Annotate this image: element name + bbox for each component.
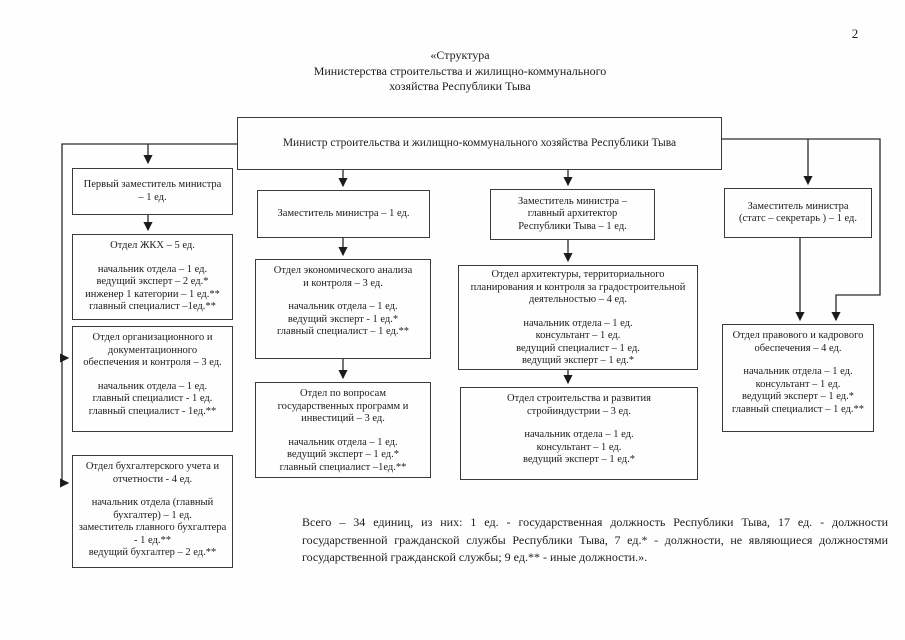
page-number: 2 (851, 26, 859, 41)
box-deputy-minister-chief-architect: Заместитель министра –главный архитектор… (490, 189, 655, 240)
staff-list: начальник отдела – 1 ед.главный специали… (88, 380, 217, 417)
box-dept-zhkh: Отдел ЖКХ – 5 ед. начальник отдела – 1 е… (72, 234, 233, 320)
staff-list: начальник отдела – 1 ед.консультант – 1 … (732, 366, 864, 415)
connector-left-rail (61, 143, 237, 483)
box-title: Первый заместитель министра– 1 ед. (83, 179, 222, 203)
staff-list: начальник отдела – 1 ед.ведущий эксперт … (85, 263, 220, 313)
staff-list: начальник отдела – 1 ед.консультант – 1 … (516, 317, 640, 367)
staff-list: начальник отдела – 1 ед.консультант – 1 … (522, 429, 636, 465)
box-title: Заместитель министра – 1 ед. (277, 207, 410, 219)
box-deputy-minister-state-secretary: Заместитель министра(статс – секретарь )… (724, 188, 872, 238)
staff-list: начальник отдела – 1 ед.ведущий эксперт … (279, 436, 407, 473)
staff-list: начальник отдела (главный бухгалтер) – 1… (78, 497, 227, 558)
box-deputy-minister: Заместитель министра – 1 ед. (257, 190, 430, 238)
box-minister: Министр строительства и жилищно-коммунал… (237, 117, 722, 170)
box-first-deputy-minister: Первый заместитель министра– 1 ед. (72, 168, 233, 215)
staff-list: начальник отдела – 1 ед.ведущий эксперт … (277, 301, 409, 337)
box-title: Заместитель министра –главный архитектор… (518, 195, 627, 232)
connector-right-rail-to-legal (722, 138, 881, 322)
box-title: Заместитель министра(статс – секретарь )… (738, 200, 857, 225)
box-title: Министр строительства и жилищно-коммунал… (282, 137, 677, 150)
box-title: Отдел ЖКХ – 5 ед. (110, 240, 195, 251)
summary-note: Всего – 34 единиц, из них: 1 ед. - госуд… (302, 515, 888, 564)
